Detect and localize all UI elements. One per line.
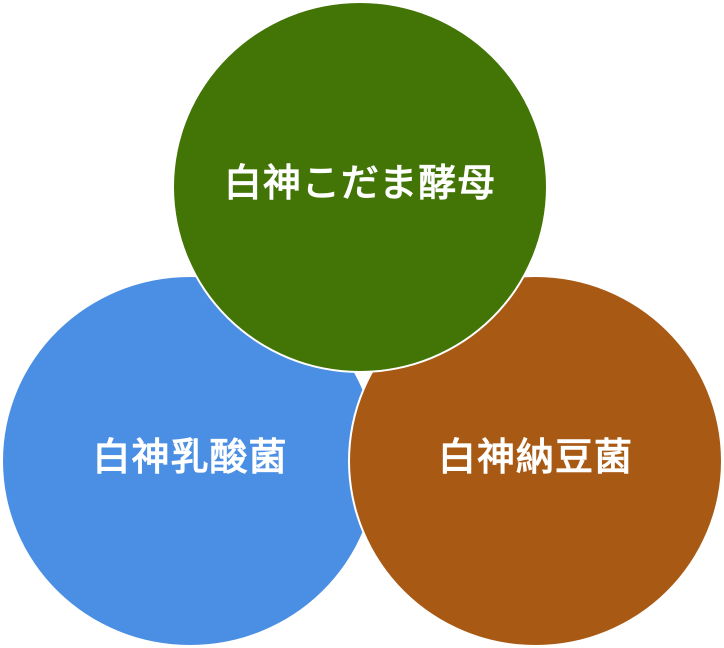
circle-natto: 白神納豆菌 — [348, 275, 723, 647]
circle-lactic-label: 白神乳酸菌 — [92, 434, 288, 479]
circle-natto-label: 白神納豆菌 — [437, 434, 633, 479]
circle-yeast-label: 白神こだま酵母 — [223, 160, 497, 205]
circle-yeast: 白神こだま酵母 — [172, 1, 548, 373]
